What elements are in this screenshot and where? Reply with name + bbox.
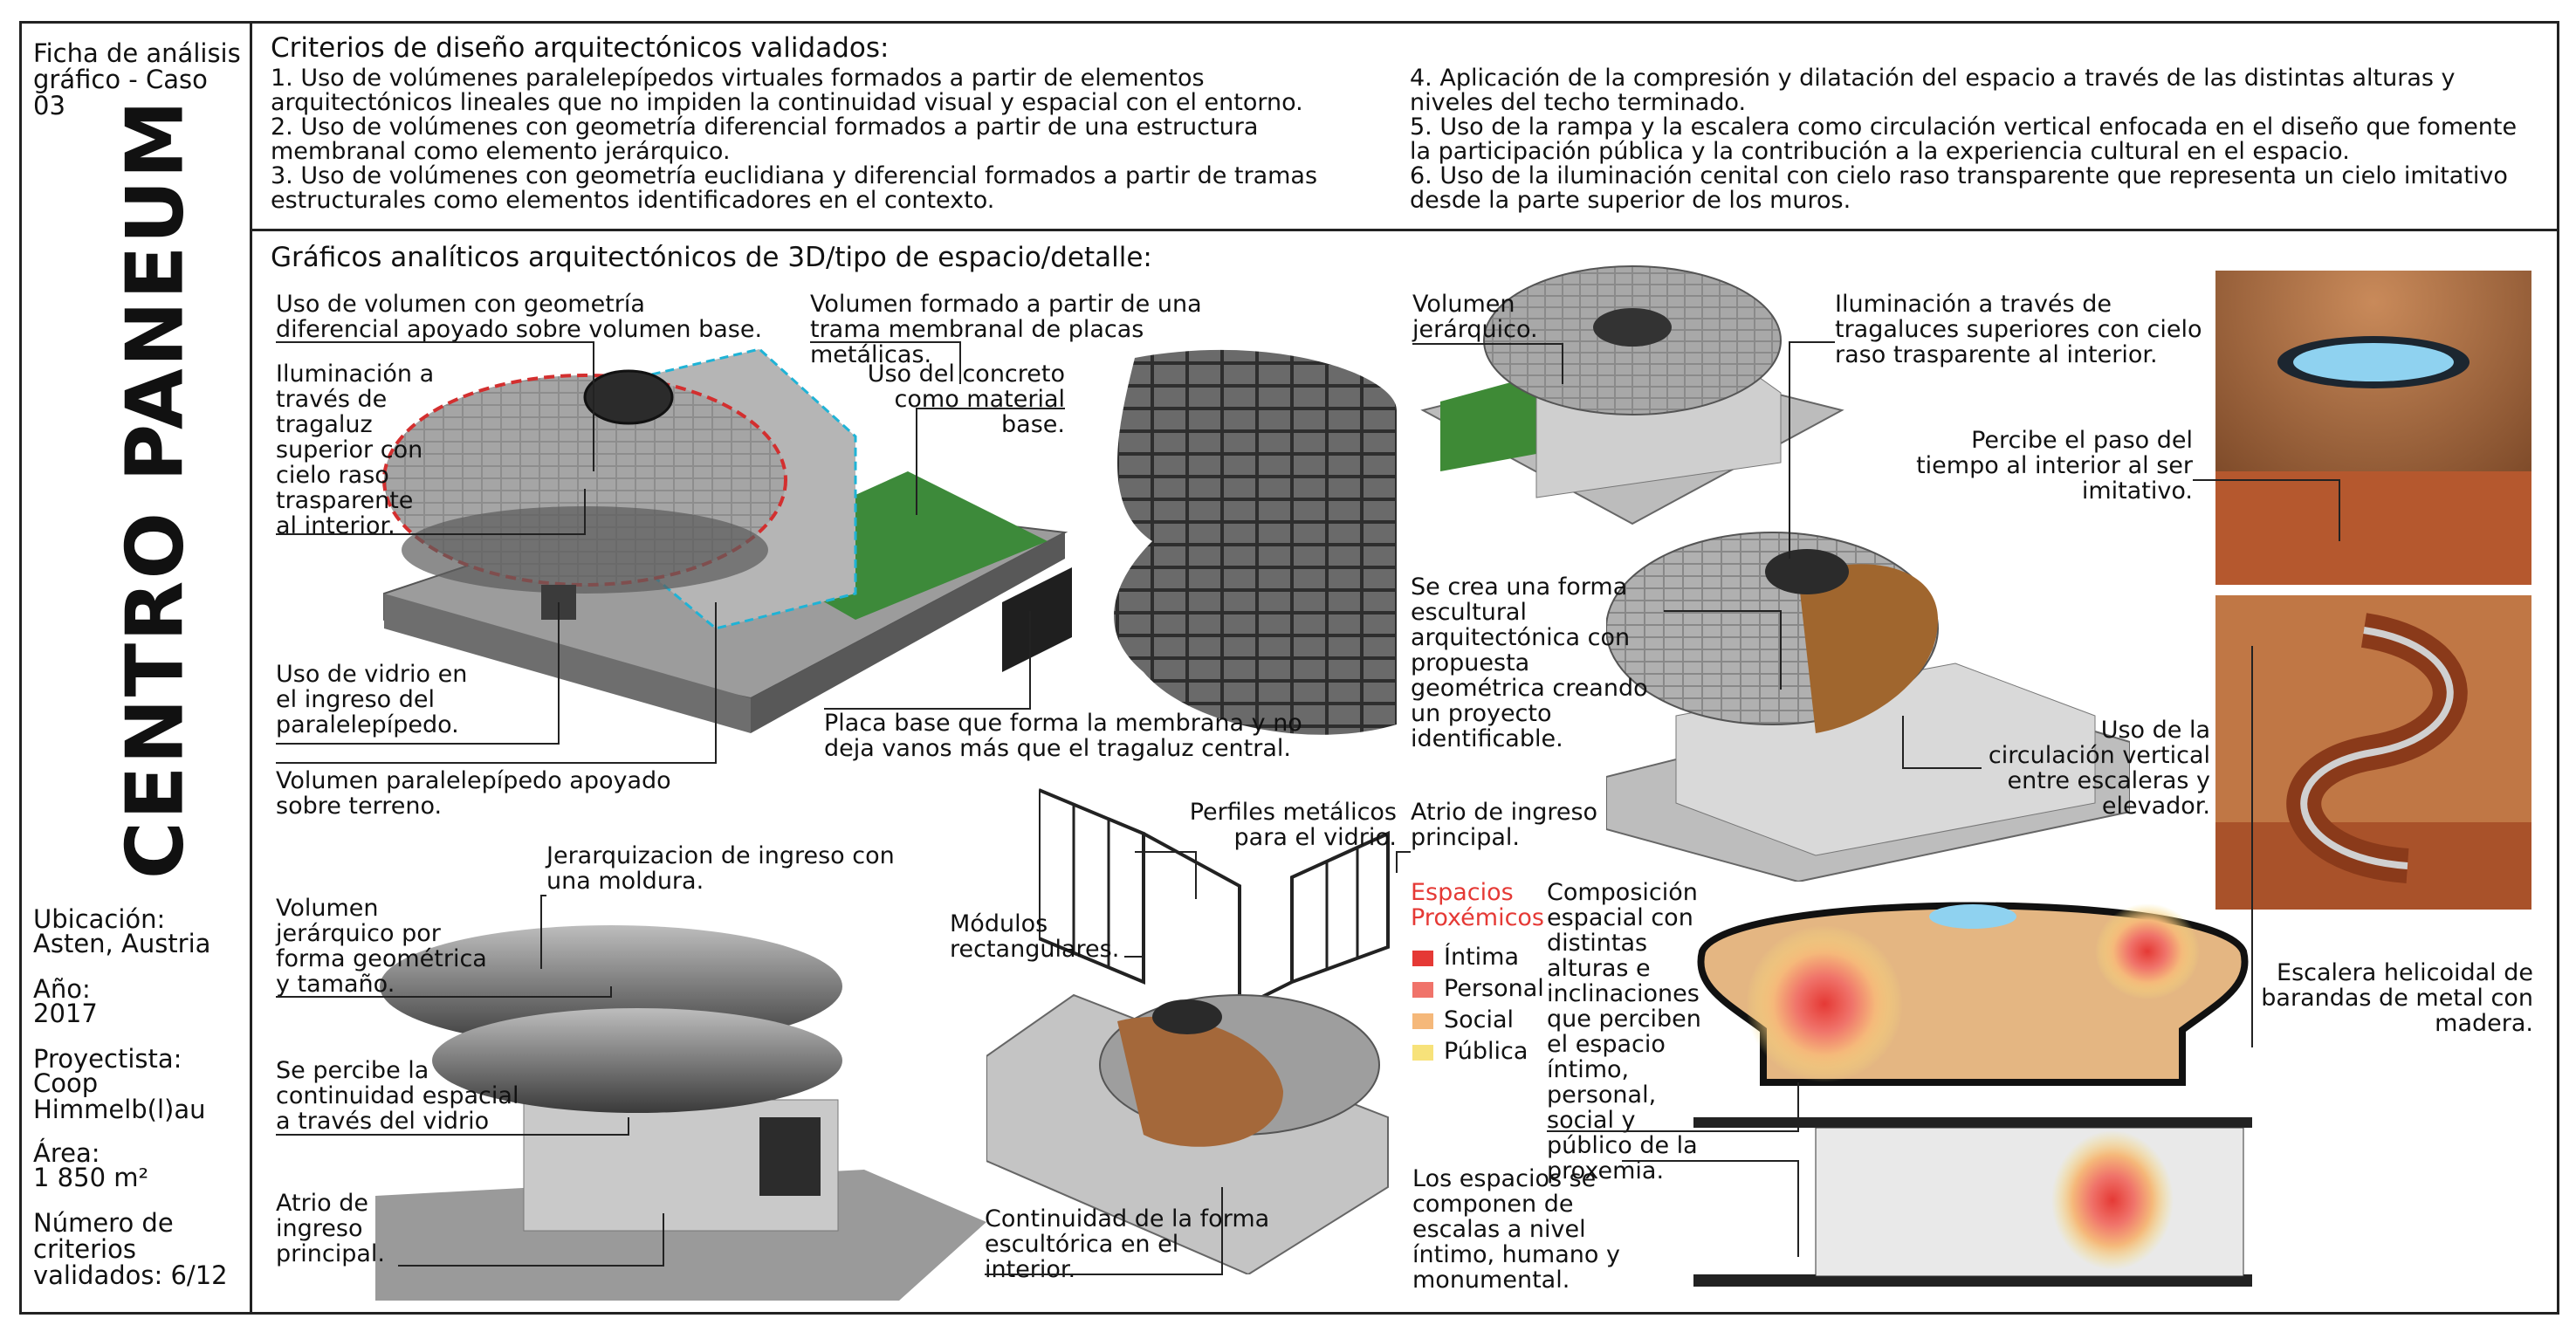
label-hier-volume-form: Volumen jerárquico por forma geométrica …: [276, 895, 487, 998]
label-hierarchy-entry: Jerarquizacion de ingreso con una moldur…: [546, 842, 895, 895]
label-glass-continuity: Se percibe la continuidad espacial a tra…: [276, 1057, 519, 1135]
exterior-isometric-figure: [382, 347, 1068, 733]
label-skylights: Iluminación a través de tragaluces super…: [1835, 291, 2202, 368]
year-value: 2017: [33, 999, 98, 1028]
label-diff-volume: Uso de volumen con geometría diferencial…: [276, 291, 763, 343]
skylight: [583, 369, 674, 425]
label-hierarchical: Volumen jerárquico.: [1412, 291, 1538, 343]
label-composition: Composición espacial con distintas altur…: [1547, 879, 1701, 1184]
criteria-count: Número de criterios validados: 6/12: [33, 1208, 228, 1290]
base-plate-figure: [1002, 567, 1072, 672]
label-helical-stair: Escalera helicoidal de barandas de metal…: [2261, 959, 2533, 1037]
helical-stair-photo: [2215, 595, 2531, 910]
legend-item-intima: Íntima: [1412, 944, 1519, 971]
label-atrium-entry: Atrio de ingreso principal.: [276, 1190, 385, 1267]
criterion-3: 3. Uso de volúmenes con geometría euclid…: [271, 162, 1318, 214]
location-label: Ubicación:: [33, 904, 166, 934]
glass-profile-figure: [1039, 788, 1390, 1012]
criteria-heading: Criterios de diseño arquitectónicos vali…: [271, 32, 890, 64]
skylight-interior-photo: [2215, 271, 2531, 585]
label-atrium-main: Atrio de ingreso principal.: [1411, 799, 1598, 851]
year-label: Año:: [33, 974, 91, 1004]
label-membrane-volume: Volumen formado a partir de una trama me…: [810, 291, 1202, 368]
sidebar-divider: [250, 21, 252, 1315]
designer-value: Coop Himmelb(l)au: [33, 1068, 206, 1124]
label-illumination: Iluminación a través de tragaluz superio…: [276, 360, 435, 539]
graphics-heading: Gráficos analíticos arquitectónicos de 3…: [271, 242, 1152, 273]
criterion-6: 6. Uso de la iluminación cenital con cie…: [1410, 162, 2508, 214]
membrane-closeup-figure: [1114, 349, 1397, 735]
criteria-divider: [250, 229, 2559, 231]
label-parallelepiped: Volumen paralelepípedo apoyado sobre ter…: [276, 767, 671, 820]
outer-frame: [19, 21, 2559, 1315]
section-cutaway-figure: [986, 993, 1389, 1274]
legend-item-social: Social: [1412, 1007, 1514, 1033]
label-glass: Uso de vidrio en el ingreso del paralele…: [276, 661, 468, 738]
legend-swatch: [1412, 1013, 1433, 1029]
sheet-label: Ficha de análisis gráfico - Caso 03: [33, 38, 241, 120]
label-base-plate: Placa base que forma la membrana y no de…: [824, 710, 1302, 762]
cutaway-isometric-figure: [1420, 265, 1844, 525]
label-sculptural: Se crea una forma escultural arquitectón…: [1411, 573, 1648, 752]
legend-swatch: [1412, 1044, 1433, 1061]
criterion-4: 4. Aplicación de la compresión y dilatac…: [1410, 65, 2456, 116]
label-metal-profiles: Perfiles metálicos para el vidrio.: [1189, 799, 1397, 851]
area-label: Área:: [33, 1138, 100, 1168]
interior-cutaway-figure: [1606, 532, 2130, 882]
proxemic-legend-title: Espacios Proxémicos: [1411, 879, 1544, 931]
criterion-2: 2. Uso de volúmenes con geometría difere…: [271, 113, 1259, 165]
label-modules: Módulos rectangulares.: [950, 910, 1120, 963]
label-time-passage: Percibe el paso del tiempo al interior a…: [1916, 427, 2193, 505]
legend-swatch: [1412, 981, 1433, 998]
location-value: Asten, Austria: [33, 929, 211, 958]
label-concrete: Uso del concreto como material base.: [867, 360, 1065, 438]
criterion-5: 5. Uso de la rampa y la escalera como ci…: [1410, 113, 2518, 165]
designer-label: Proyectista:: [33, 1044, 182, 1074]
proxemic-section-figure: [1693, 902, 2252, 1287]
label-scales: Los espacios se componen de escalas a ni…: [1412, 1165, 1620, 1294]
legend-item-publica: Pública: [1412, 1039, 1528, 1065]
legend-swatch: [1412, 950, 1433, 966]
legend-item-personal: Personal: [1412, 976, 1544, 1002]
label-circulation: Uso de la circulación vertical entre esc…: [1988, 717, 2210, 820]
area-value: 1 850 m²: [33, 1163, 149, 1192]
criterion-1: 1. Uso de volúmenes paralelepípedos virt…: [271, 65, 1303, 116]
